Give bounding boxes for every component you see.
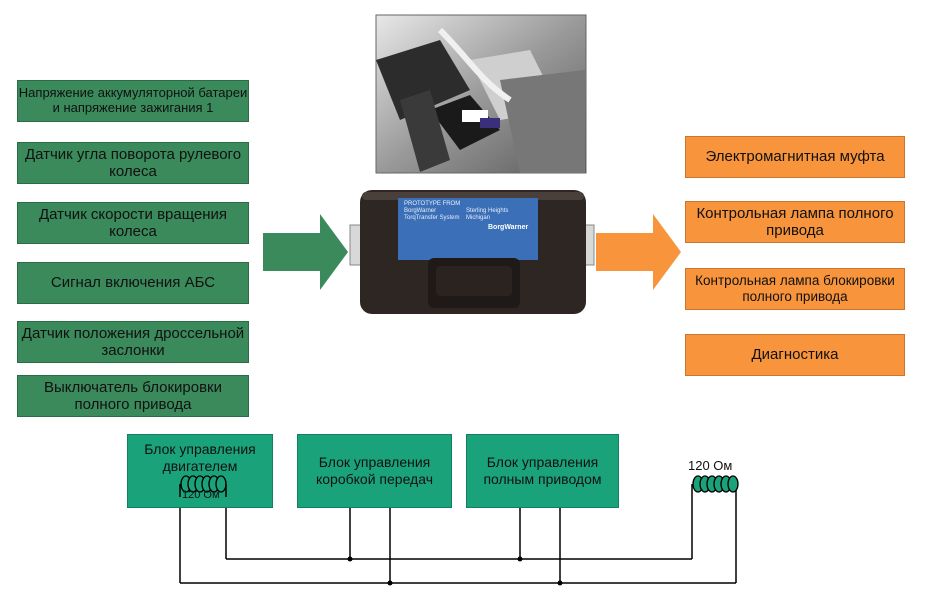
module-label-line2: Sterling Heights: [466, 208, 509, 214]
terminator-left-label: 120 Ом: [182, 489, 220, 501]
terminator-right-label: 120 Ом: [688, 458, 733, 473]
input-4wd-lock-switch: Выключатель блокировки полного привода: [17, 375, 249, 417]
module-label-brand: BorgWarner: [404, 208, 437, 214]
input-throttle-position-sensor: Датчик положения дроссельной заслонки: [17, 321, 249, 363]
ecu-awd: Блок управления полным приводом: [466, 434, 619, 508]
output-diagnostics: Диагностика: [685, 334, 905, 376]
ecu-transmission: Блок управления коробкой передач: [297, 434, 452, 508]
module-label-header: PROTOTYPE FROM: [404, 201, 461, 207]
ecu-engine: Блок управления двигателем: [127, 434, 273, 508]
output-4wd-lock-indicator-lamp: Контрольная лампа блокировки полного при…: [685, 268, 905, 310]
output-electromagnetic-clutch: Электромагнитная муфта: [685, 136, 905, 178]
module-label-logo: BorgWarner: [488, 224, 529, 231]
input-steering-angle-sensor: Датчик угла поворота рулевого колеса: [17, 142, 249, 184]
module-label-system: TorqTransfer System: [404, 215, 460, 221]
input-abs-signal: Сигнал включения АБС: [17, 262, 249, 304]
module-label-line3: Michigan: [466, 215, 491, 221]
input-wheel-speed-sensor: Датчик скорости вращения колеса: [17, 202, 249, 244]
output-4wd-indicator-lamp: Контрольная лампа полного привода: [685, 201, 905, 243]
input-battery-ignition: Напряжение аккумуляторной батареи и напр…: [17, 80, 249, 122]
